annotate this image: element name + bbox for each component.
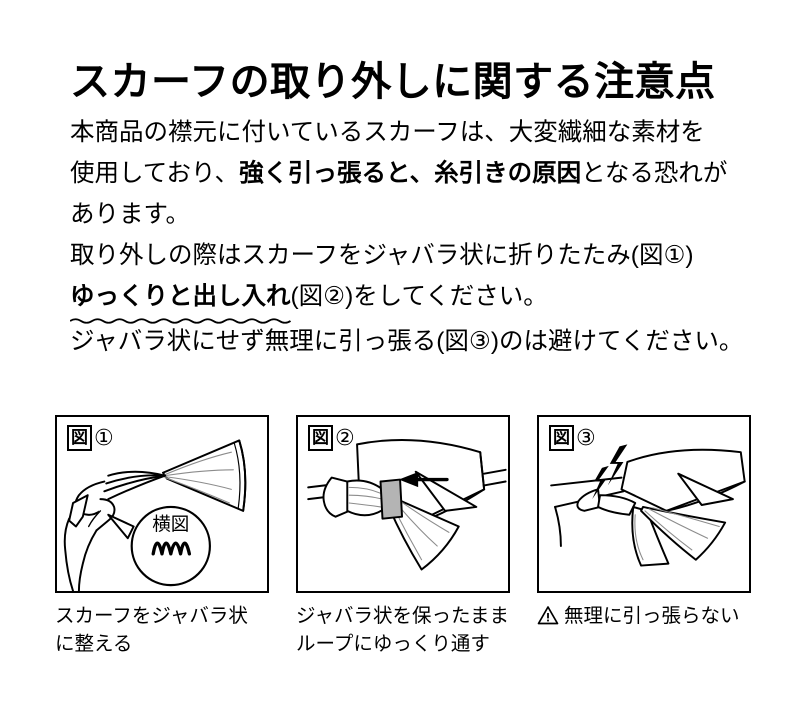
figure-tag-3: 図 ③ [549, 425, 596, 451]
figure-caption-2-line1: ジャバラ状を保ったまま [296, 605, 509, 627]
side-view-callout [107, 505, 211, 587]
figure-caption-3-line1: 無理に引っ張らない [564, 605, 740, 627]
page-title: スカーフの取り外しに関する注意点 [70, 59, 716, 104]
body-line-5-emphasis: ゆっくりと出し入れ [70, 276, 291, 324]
figure-caption-2: ジャバラ状を保ったまま ループにゆっくり通す [296, 602, 512, 658]
body-line-3: あります。 [70, 194, 770, 235]
body-line-2-bold-b: 糸引きの原因 [434, 160, 582, 187]
figure-tag-1: 図 ① [67, 425, 114, 451]
figure-cell-2: 図 ② ジャバラ状を保ったまま ループにゆっくり通す [296, 415, 512, 658]
body-line-4: 取り外しの際はスカーフをジャバラ状に折りたたみ(図①) [70, 235, 770, 276]
body-line-5: ゆっくりと出し入れ(図②)をしてください。 [70, 276, 770, 324]
illustration-collar-loop-thread-scarf [307, 439, 507, 571]
figure-tag-label-1: 図 [67, 425, 92, 451]
callout-label-1: 横図 [152, 513, 189, 534]
body-line-2: 使用しており、強く引っ張ると、糸引きの原因となる恐れが [70, 153, 770, 194]
figure-caption-1: スカーフをジャバラ状 に整える [55, 602, 271, 658]
figure-cell-1: 横図 図 ① スカーフをジャバラ状 に整える [55, 415, 271, 658]
illustration-hand-pleating-scarf: 横図 [63, 439, 247, 591]
body-line-2-plain-a: 使用しており、 [70, 160, 240, 187]
body-line-1-text: 本商品の襟元に付いているスカーフは、大変繊細な素材を [70, 119, 705, 146]
figure-frame-3: 図 ③ [537, 415, 751, 593]
body-line-3-text: あります。 [70, 201, 191, 228]
figure-caption-2-line2: ループにゆっくり通す [296, 633, 490, 655]
figure-tag-number-1: ① [93, 425, 114, 450]
figure-frame-1: 横図 図 ① [55, 415, 269, 593]
body-line-6-text: ジャバラ状にせず無理に引っ張る(図③)のは避けてください。 [70, 328, 744, 355]
arrow-left-icon [398, 472, 449, 488]
figure-caption-3: 無理に引っ張らない [537, 602, 753, 633]
body-line-5-plain: (図②)をしてください。 [290, 283, 548, 310]
body-line-2-plain-b: となる恐れが [581, 160, 728, 187]
warning-triangle-icon [537, 605, 559, 633]
body-line-2-bold-a: 強く引っ張ると、 [239, 160, 435, 187]
figure-tag-number-3: ③ [575, 425, 596, 450]
figure-tag-label-3: 図 [549, 425, 574, 451]
body-line-5-emphasis-text: ゆっくりと出し入れ [70, 283, 291, 310]
illustration-scarf-pulled-forcefully [550, 444, 746, 567]
wavy-underline-icon [70, 317, 291, 324]
figure-caption-1-line1: スカーフをジャバラ状 [55, 605, 248, 627]
notice-body: 本商品の襟元に付いているスカーフは、大変繊細な素材を 使用しており、強く引っ張る… [70, 112, 770, 362]
lightning-stress-marks-icon [592, 444, 628, 500]
figure-frame-2: 図 ② [296, 415, 510, 593]
figure-caption-1-line2: に整える [55, 633, 133, 655]
body-line-4-text: 取り外しの際はスカーフをジャバラ状に折りたたみ(図①) [70, 242, 694, 269]
figure-cell-3: 図 ③ 無理に引っ張らない [537, 415, 753, 658]
body-line-1: 本商品の襟元に付いているスカーフは、大変繊細な素材を [70, 112, 770, 153]
figure-row: 横図 図 ① スカーフをジャバラ状 に整える [55, 415, 753, 658]
figure-tag-number-2: ② [334, 425, 355, 450]
loop-band-icon [379, 478, 403, 520]
body-line-6: ジャバラ状にせず無理に引っ張る(図③)のは避けてください。 [70, 321, 770, 362]
figure-tag-label-2: 図 [308, 425, 333, 451]
figure-tag-2: 図 ② [308, 425, 355, 451]
